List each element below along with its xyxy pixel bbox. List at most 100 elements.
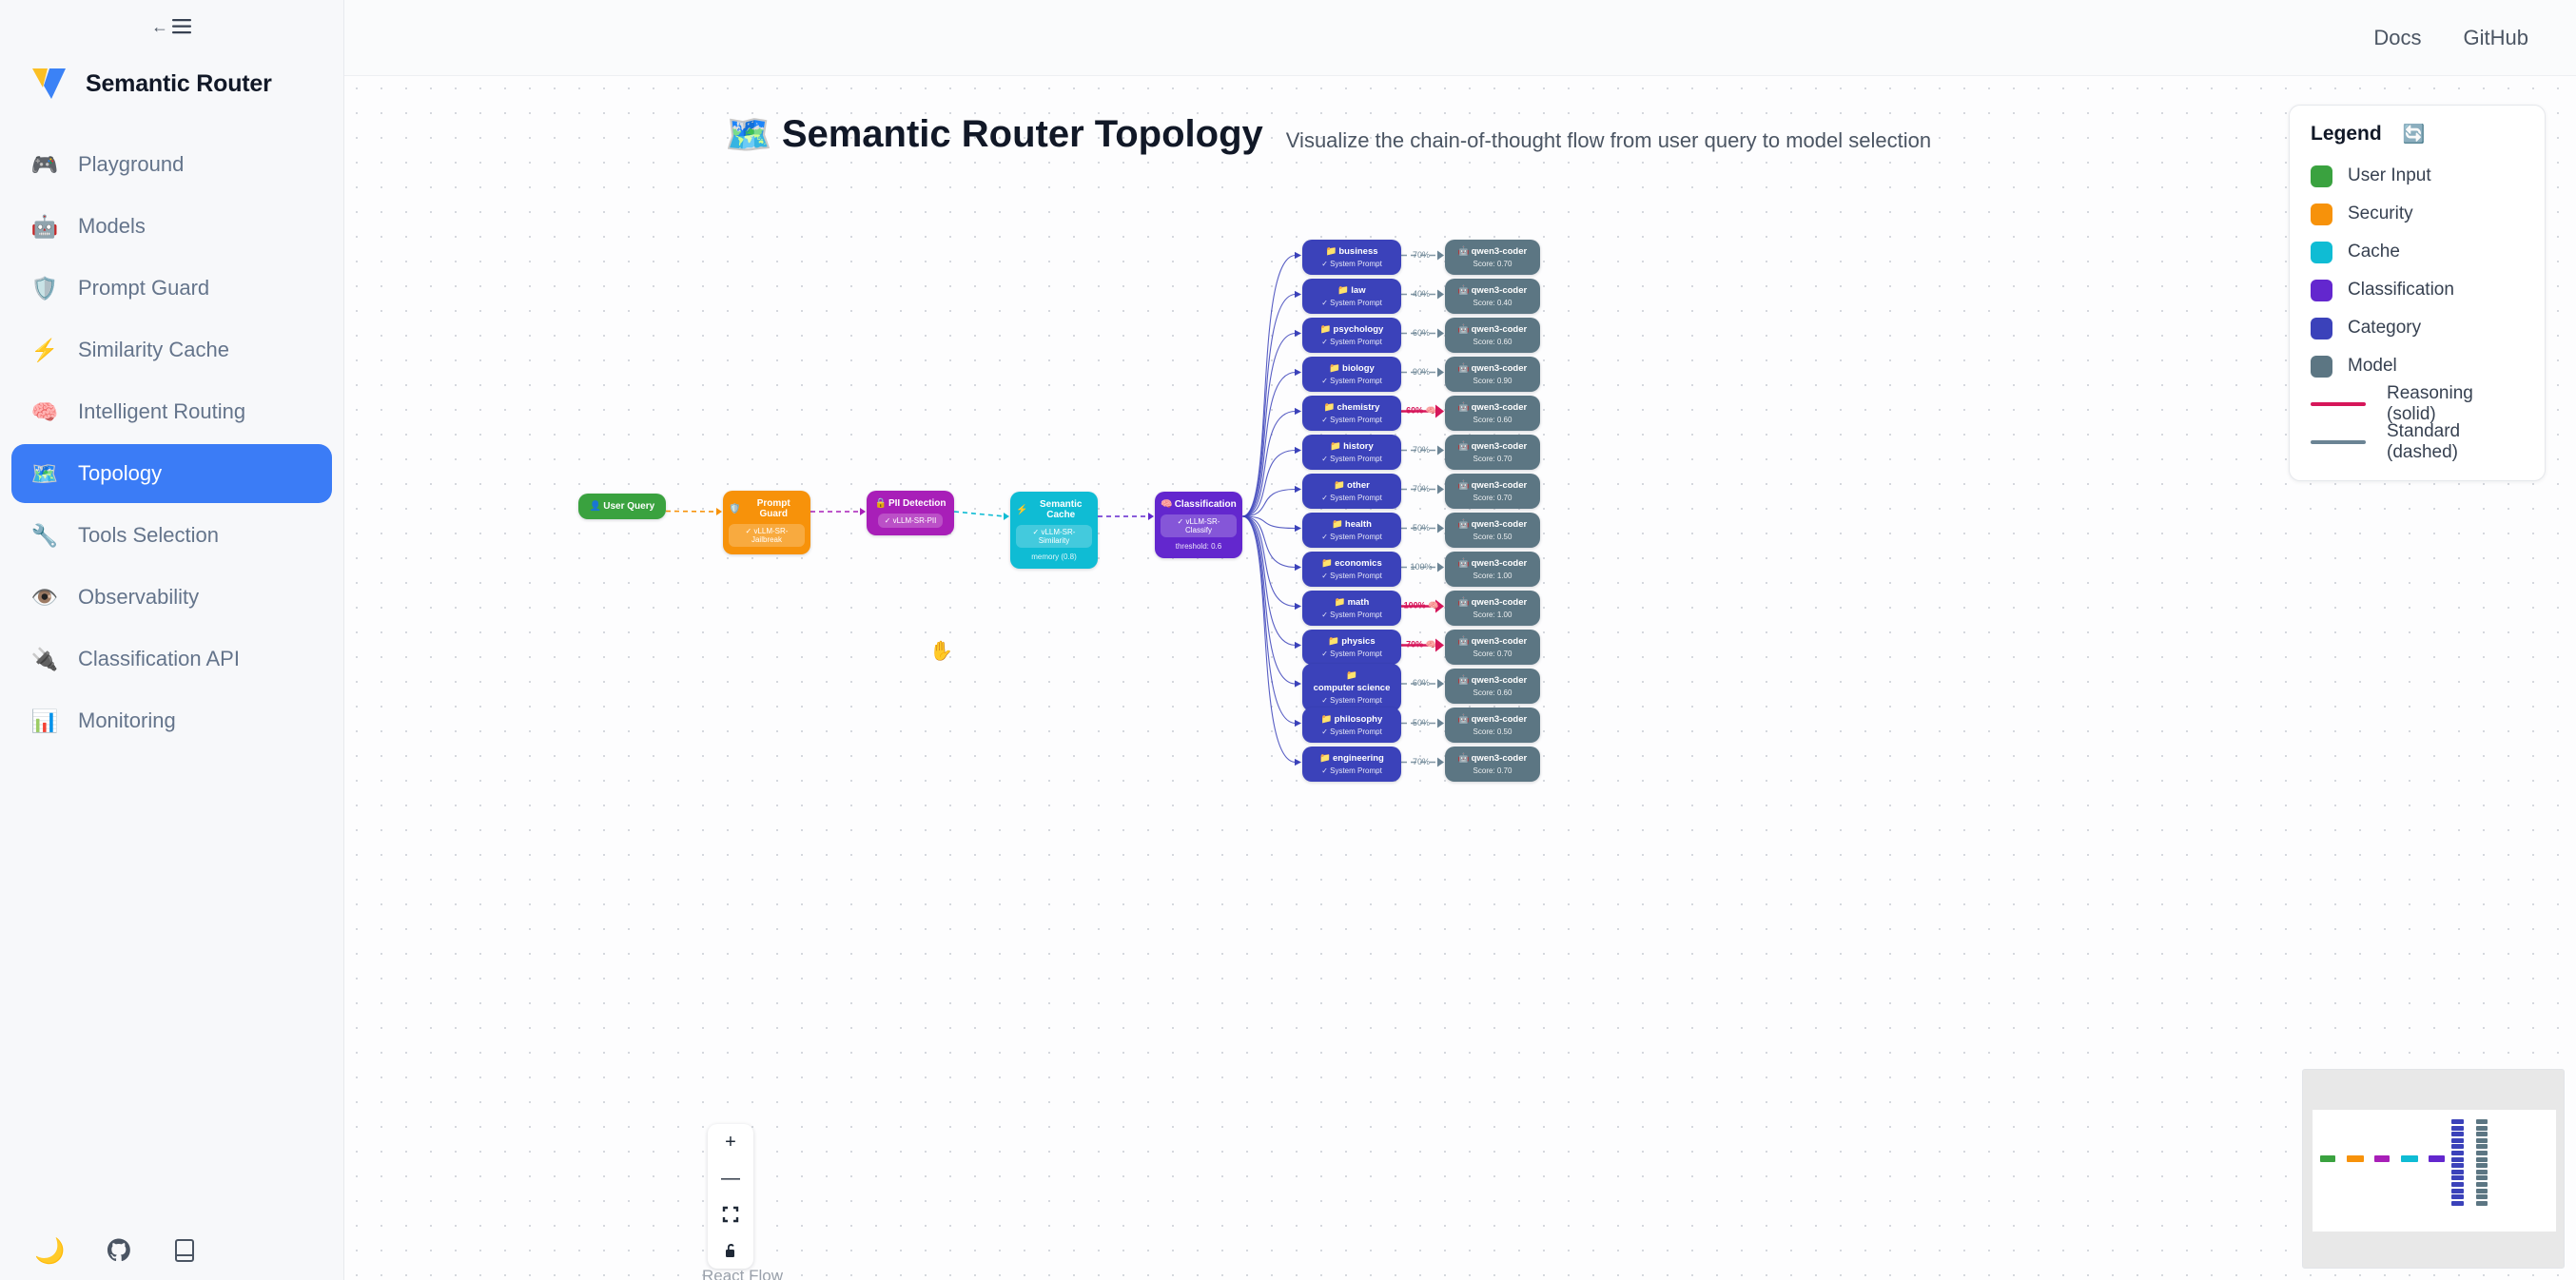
edge-label-3: 90% <box>1412 366 1431 377</box>
sidebar-item-models[interactable]: 🤖Models <box>11 197 332 256</box>
sidebar-item-label: Tools Selection <box>78 523 219 547</box>
minimap-model-10 <box>2476 1182 2488 1187</box>
node-category-other[interactable]: 📁other✓ System Prompt <box>1302 474 1401 510</box>
zoom-in-button[interactable]: + <box>725 1131 736 1153</box>
legend-label: Cache <box>2348 242 2400 262</box>
minimap-category-5 <box>2451 1151 2464 1155</box>
node-user-query[interactable]: 👤User Query <box>578 494 666 519</box>
sidebar-icon-7: 👁️ <box>30 584 59 610</box>
legend-title: Legend <box>2311 123 2382 145</box>
refresh-icon[interactable]: 🔄 <box>2402 125 2426 145</box>
node-title: 🤖qwen3-coder <box>1457 597 1528 608</box>
minimap-category-10 <box>2451 1182 2464 1187</box>
node-category-computer-science[interactable]: 📁computer science✓ System Prompt <box>1302 664 1401 712</box>
node-category-math[interactable]: 📁math ✓ System Prompt <box>1302 591 1401 627</box>
page-subtitle: Visualize the chain-of-thought flow from… <box>1285 128 1932 152</box>
node-pii-detection[interactable]: 🔒PII Detection ✓ vLLM-SR-PII <box>867 491 954 535</box>
topology-canvas[interactable]: 🗺️ Semantic Router Topology Visualize th… <box>344 76 2576 1280</box>
node-title: 📁other <box>1334 480 1370 491</box>
robot-icon: 🤖 <box>1457 674 1470 686</box>
docs-book-icon[interactable] <box>173 1238 196 1263</box>
flow-viewport[interactable]: 👤User Query 🛡️Prompt Guard✓ vLLM-SR-Jailb… <box>344 76 2576 1280</box>
minimap-model-1 <box>2476 1125 2488 1131</box>
node-category-engineering[interactable]: 📁engineering✓ System Prompt <box>1302 747 1401 783</box>
sidebar-item-label: Intelligent Routing <box>78 399 246 423</box>
lock-icon[interactable] <box>708 1232 753 1269</box>
sidebar-item-monitoring[interactable]: 📊Monitoring <box>11 691 332 750</box>
collapse-menu-icon[interactable]: ← <box>144 14 200 39</box>
github-icon[interactable] <box>107 1238 131 1263</box>
node-icon: ⚡ <box>1016 504 1028 515</box>
node-title: 🤖qwen3-coder <box>1457 363 1528 374</box>
sidebar-item-prompt-guard[interactable]: 🛡️Prompt Guard <box>11 259 332 318</box>
folder-icon: 📁 <box>1328 636 1340 647</box>
legend-label: Security <box>2348 204 2413 223</box>
node-category-economics[interactable]: 📁economics✓ System Prompt <box>1302 552 1401 588</box>
sidebar-item-tools-selection[interactable]: 🔧Tools Selection <box>11 506 332 565</box>
zoom-out-button[interactable]: — <box>721 1167 740 1189</box>
brand[interactable]: Semantic Router <box>0 53 343 114</box>
sidebar-item-similarity-cache[interactable]: ⚡Similarity Cache <box>11 320 332 379</box>
node-category-chemistry[interactable]: 📁chemistry✓ System Prompt <box>1302 396 1401 432</box>
node-meta: ✓ System Prompt <box>1321 611 1382 620</box>
minimap-category-8 <box>2451 1169 2464 1174</box>
folder-icon: 📁 <box>1323 402 1336 413</box>
node-category-biology[interactable]: 📁biology✓ System Prompt <box>1302 357 1401 393</box>
flow-edges <box>665 250 1444 767</box>
sidebar-item-intelligent-routing[interactable]: 🧠Intelligent Routing <box>11 382 332 441</box>
node-meta: ✓ System Prompt <box>1321 727 1382 737</box>
robot-icon: 🤖 <box>1457 285 1470 296</box>
node-meta: ✓ System Prompt <box>1321 260 1382 269</box>
topbar-link-github[interactable]: GitHub <box>2463 25 2528 49</box>
sidebar-item-playground[interactable]: 🎮Playground <box>11 135 332 194</box>
node-category-history[interactable]: 📁history✓ System Prompt <box>1302 435 1401 471</box>
node-badge: ✓ vLLM-SR-PII <box>877 514 944 528</box>
page-title-text: Semantic Router Topology <box>781 113 1263 155</box>
minimap-model-5 <box>2476 1151 2488 1155</box>
node-title: 🔒PII Detection <box>874 498 946 509</box>
robot-icon: 🤖 <box>1457 558 1470 569</box>
sidebar-item-observability[interactable]: 👁️ Observability <box>11 568 332 627</box>
node-title: 📁math <box>1334 597 1370 608</box>
sidebar-item-classification-api[interactable]: 🔌Classification API <box>11 630 332 688</box>
dark-mode-moon-icon[interactable]: 🌙 <box>34 1236 66 1265</box>
node-category-business[interactable]: 📁business✓ System Prompt <box>1302 240 1401 276</box>
node-prompt-guard[interactable]: 🛡️Prompt Guard✓ vLLM-SR-Jailbreak <box>723 491 810 554</box>
sidebar-item-topology[interactable]: 🗺️Topology <box>11 444 332 503</box>
node-meta: memory (0.8) <box>1031 553 1077 561</box>
sidebar-item-label: Observability <box>78 585 200 609</box>
node-category-health[interactable]: 📁health✓ System Prompt <box>1302 513 1401 549</box>
node-meta: ✓ System Prompt <box>1321 650 1382 659</box>
robot-icon: 🤖 <box>1457 636 1470 647</box>
topbar: Docs GitHub <box>344 0 2576 76</box>
minimap-model-13 <box>2476 1200 2488 1206</box>
node-meta: ✓ System Prompt <box>1321 572 1382 581</box>
topbar-link-docs[interactable]: Docs <box>2373 25 2422 49</box>
node-category-law[interactable]: 📁law✓ System Prompt <box>1302 279 1401 315</box>
sidebar-icon-0: 🎮 <box>30 151 59 177</box>
sidebar-icon-3: ⚡ <box>30 337 59 362</box>
node-category-psychology[interactable]: 📁psychology✓ System Prompt <box>1302 318 1401 354</box>
node-category-philosophy[interactable]: 📁philosophy✓ System Prompt <box>1302 708 1401 744</box>
node-category-physics[interactable]: 📁physics✓ System Prompt <box>1302 630 1401 666</box>
robot-icon: 🤖 <box>1457 753 1470 764</box>
minimap[interactable] <box>2302 1069 2565 1269</box>
fit-view-icon[interactable] <box>708 1196 753 1232</box>
node-title: 📁health <box>1332 519 1372 530</box>
